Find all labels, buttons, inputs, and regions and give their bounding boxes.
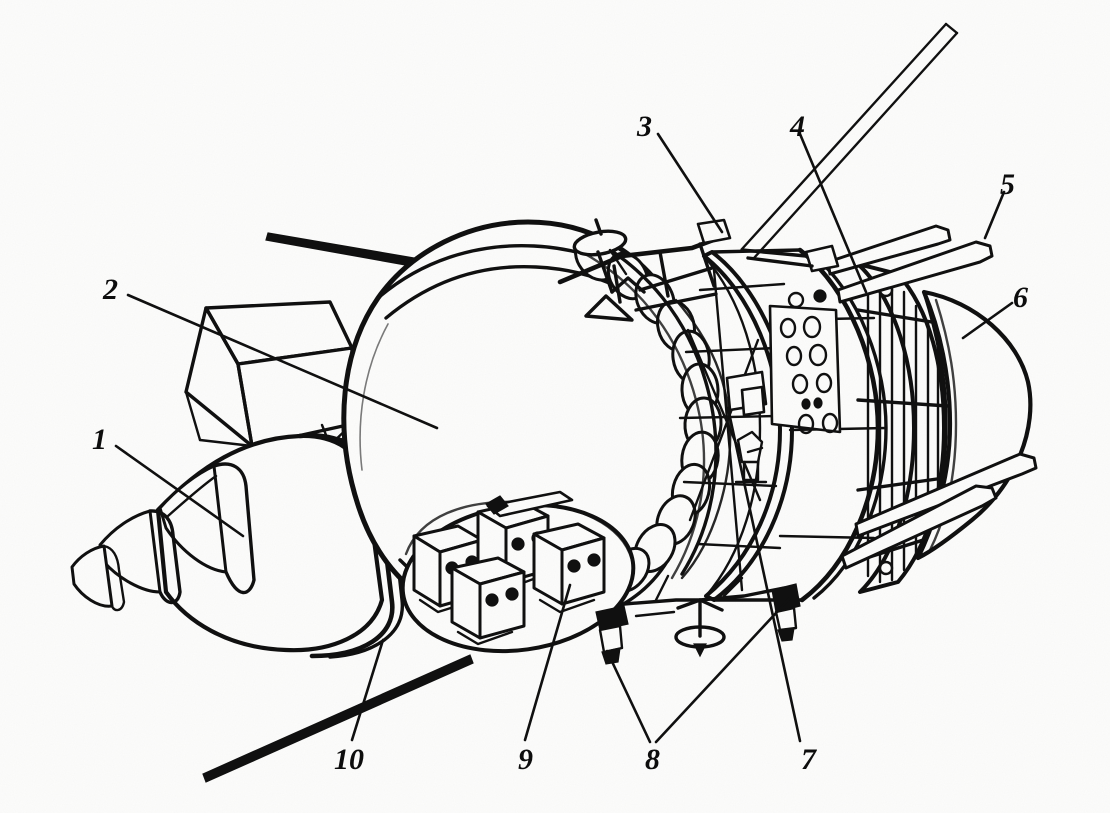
callout-label-9: 9 (518, 743, 533, 776)
callout-label-7: 7 (801, 743, 816, 776)
callout-label-1: 1 (92, 423, 107, 456)
callout-label-8: 8 (645, 743, 660, 776)
callout-label-3: 3 (637, 110, 652, 143)
instrument-box-inner (725, 370, 768, 417)
micro-thruster-left (595, 605, 629, 665)
boom-upper-right (740, 22, 959, 260)
callout-label-5: 5 (1000, 168, 1015, 201)
bottom-dish-fitting (674, 598, 726, 658)
left-panel-box (184, 300, 354, 448)
callout-label-2: 2 (103, 273, 118, 306)
instrument-port-plate (768, 304, 842, 435)
callout-label-4: 4 (790, 110, 805, 143)
callout-label-6: 6 (1013, 281, 1028, 314)
callout-label-10: 10 (334, 743, 364, 776)
sensor-head-inner (734, 430, 768, 484)
